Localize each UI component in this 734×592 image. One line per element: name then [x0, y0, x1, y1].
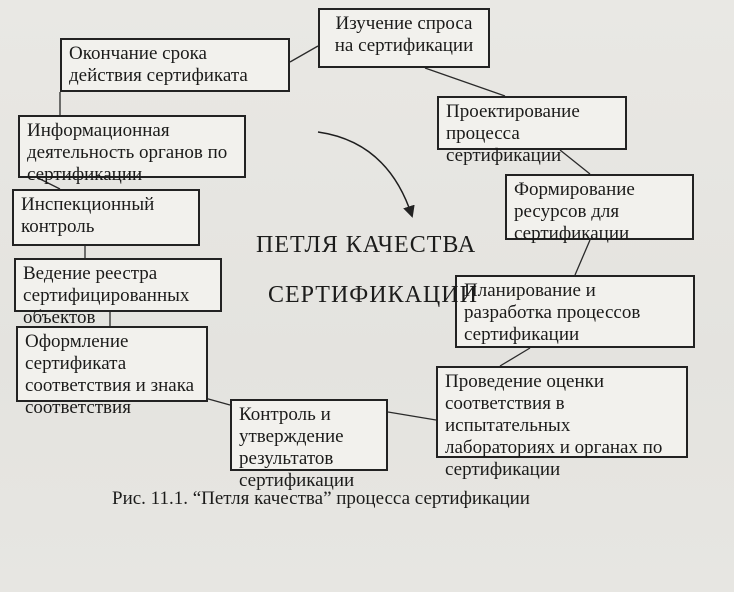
step-resource-formation-label: Формирование ресурсов для сертификации [514, 179, 635, 244]
figure-caption: Рис. 11.1. “Петля качества” процесса сер… [112, 488, 530, 509]
step-process-planning: Планирование и разработка процессов серт… [455, 275, 695, 348]
diagram-title-line-2: СЕРТИФИКАЦИИ [268, 282, 478, 308]
connector-3-4 [574, 239, 591, 276]
step-information-activity-label: Информационная деятельность органов по с… [27, 120, 228, 185]
connector-11-1 [289, 45, 319, 63]
connector-4-5 [499, 347, 531, 367]
step-inspection-control-label: Инспекционный контроль [21, 194, 155, 237]
step-results-control-label: Контроль и утверждение результатов серти… [239, 404, 355, 491]
step-conformity-assessment: Проведение оценки соответствия в испытат… [436, 366, 688, 480]
step-process-design-label: Проектирование процесса сертификации [446, 101, 580, 166]
step-results-control: Контроль и утверждение результатов серти… [230, 399, 388, 491]
step-registry-maintenance-label: Ведение реестра сертифицированных объект… [23, 263, 190, 328]
step-certificate-expiry: Окончание срока действия сертификата [60, 38, 290, 92]
connector-5-6 [387, 411, 437, 421]
step-information-activity: Информационная деятельность органов по с… [18, 115, 246, 185]
step-demand-study-label: Изучение спроса на сертификации [334, 13, 474, 56]
step-demand-study: Изучение спроса на сертификации [318, 8, 490, 68]
step-certificate-issuance-label: Оформление сертификата соответствия и зн… [25, 331, 195, 418]
connector-1-2 [424, 67, 506, 97]
diagram-title-line-1: ПЕТЛЯ КАЧЕСТВА [256, 232, 477, 258]
step-conformity-assessment-label: Проведение оценки соответствия в испытат… [445, 371, 663, 480]
step-resource-formation: Формирование ресурсов для сертификации [505, 174, 694, 244]
connector-2-3 [559, 149, 591, 175]
step-process-planning-label: Планирование и разработка процессов серт… [464, 280, 641, 345]
center-arrow [317, 131, 415, 218]
step-process-design: Проектирование процесса сертификации [437, 96, 627, 166]
step-certificate-issuance: Оформление сертификата соответствия и зн… [16, 326, 208, 418]
step-inspection-control: Инспекционный контроль [12, 189, 200, 246]
connector-9-10 [37, 177, 61, 190]
step-certificate-expiry-label: Окончание срока действия сертификата [69, 43, 248, 86]
step-registry-maintenance: Ведение реестра сертифицированных объект… [14, 258, 222, 328]
